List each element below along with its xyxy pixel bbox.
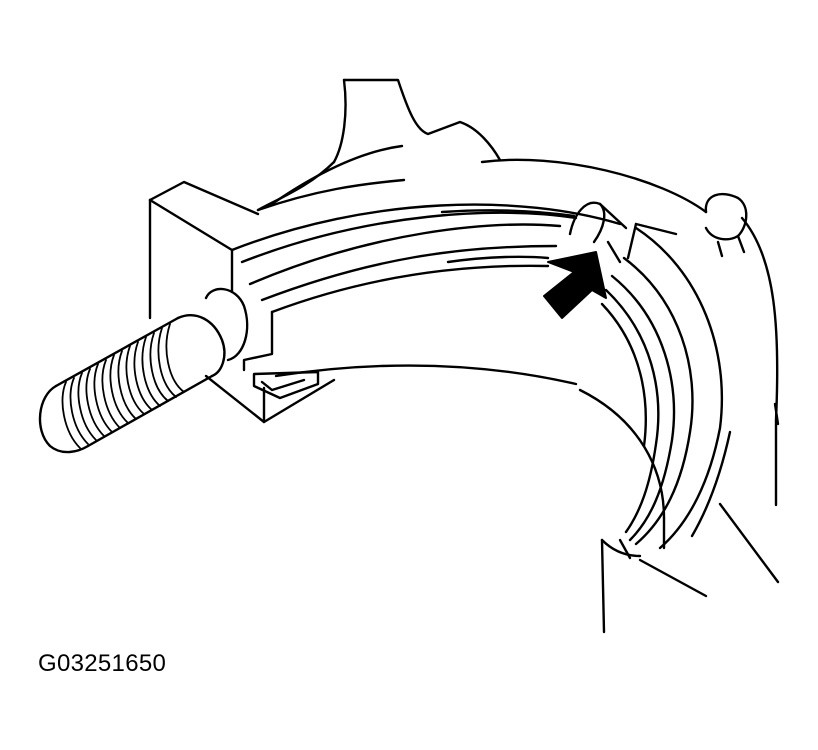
bearing-shell-arcs [578,226,724,634]
engine-block-outline [480,158,780,598]
bearing-cap-top [148,78,502,252]
figure-code: G03251650 [38,650,167,677]
cap-bolt [38,314,226,454]
bearing-cap-body [148,198,622,424]
arrow-icon [543,251,607,319]
bearing-tang-notch [568,201,678,264]
